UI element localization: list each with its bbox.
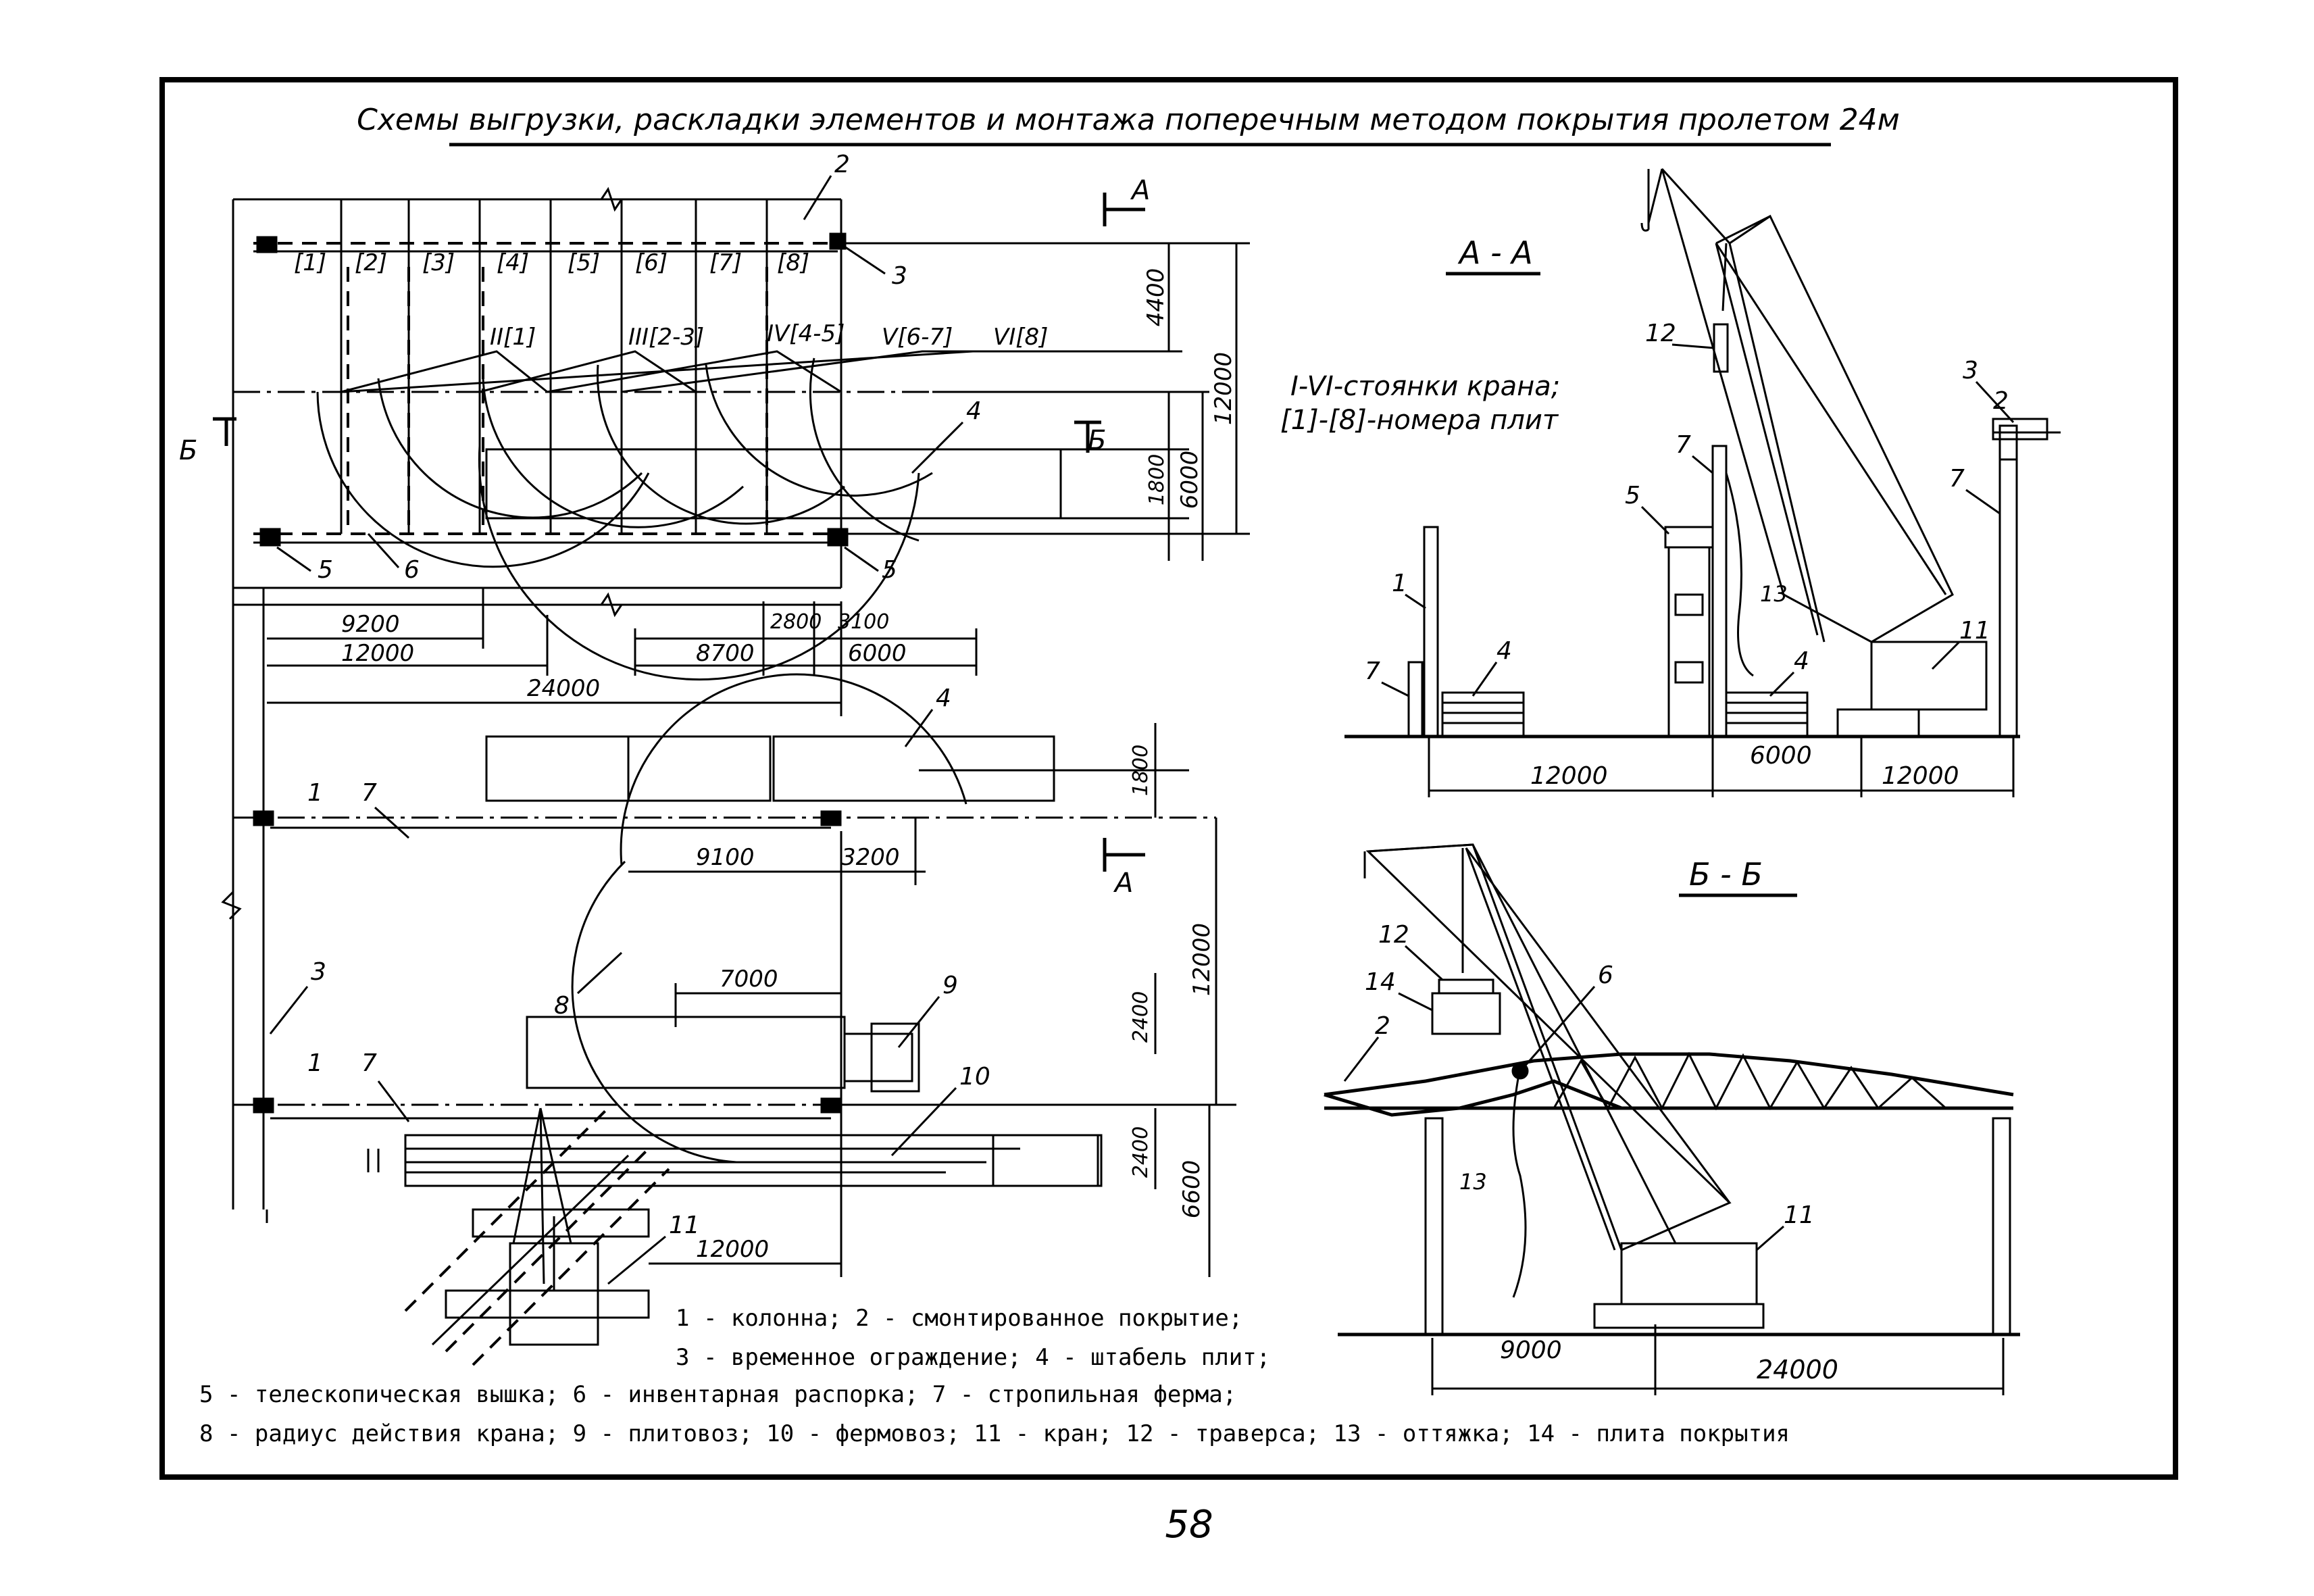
callout: 3 — [311, 958, 326, 986]
dimension-label: 9000 — [1500, 1337, 1562, 1364]
dimension-label: 8700 — [696, 640, 755, 667]
dimension-label: 6000 — [848, 640, 907, 667]
callout: 4 — [936, 684, 951, 712]
dimension-label: 7000 — [720, 966, 778, 993]
callout: 11 — [669, 1212, 700, 1239]
sheet-frame — [159, 77, 2178, 1480]
crane-stand-label: II[1] — [490, 324, 536, 351]
crane-stand-label: VI[8] — [993, 324, 1048, 351]
section-mark: Б — [1088, 425, 1106, 456]
dimension-label: 9100 — [696, 844, 755, 871]
callout: 12 — [1378, 921, 1409, 949]
section-mark: А — [1113, 868, 1133, 899]
dimension-label: 4400 — [1142, 268, 1169, 327]
page-number: 58 — [1165, 1503, 1213, 1547]
callout: 4 — [1496, 637, 1512, 665]
legend: 1 - колонна; 2 - смонтированное покрытие… — [199, 1305, 1790, 1447]
callout: 5 — [882, 556, 897, 584]
callout: 3 — [1963, 357, 1978, 384]
dimension-label: 12000 — [696, 1236, 769, 1263]
dimension-label: 3200 — [841, 844, 900, 871]
dimension-label: 2400 — [1129, 991, 1153, 1043]
section-bb: Б - Б 9000 24000 12 — [1324, 843, 2020, 1395]
legend-line: 8 - радиус действия крана; 9 - плитовоз;… — [199, 1420, 1790, 1447]
page-title: Схемы выгрузки, раскладки элементов и мо… — [357, 103, 1900, 137]
dimension-label: 9200 — [341, 611, 400, 638]
callout: 7 — [361, 1049, 377, 1077]
callout: 1 — [1392, 570, 1407, 597]
callout: 8 — [554, 992, 570, 1020]
lower-plan: 9100 3200 1800 А 12000 7000 2400 2400 — [233, 673, 1236, 1366]
callout: 11 — [1959, 617, 1990, 645]
plate-number: [1] — [294, 249, 326, 276]
callout: 6 — [404, 556, 420, 584]
callout: 13 — [1760, 581, 1788, 607]
plate-number: [5] — [568, 249, 600, 276]
callout: 10 — [959, 1063, 990, 1091]
dimension-label: 12000 — [1882, 762, 1959, 790]
dimension-label: 24000 — [1757, 1355, 1838, 1385]
legend-line: 1 - колонна; 2 - смонтированное покрытие… — [676, 1305, 1242, 1332]
callout: 13 — [1459, 1169, 1487, 1195]
dimension-label: 12000 — [1210, 352, 1237, 425]
callout: 2 — [834, 151, 850, 178]
callout: 12 — [1645, 320, 1676, 347]
section-aa-note: I-VI-стоянки крана; — [1290, 371, 1560, 402]
section-aa: А - А I-VI-стоянки крана; [1]-[8]-номера… — [1280, 168, 2061, 797]
dimension-label: 1800 — [1129, 745, 1153, 796]
crane-stand-label: IV[4-5] — [767, 320, 845, 347]
callout: 14 — [1365, 968, 1396, 996]
callout: 3 — [892, 262, 907, 290]
callout: 1 — [307, 779, 323, 807]
plate-number: [3] — [422, 249, 455, 276]
section-aa-title: А - А — [1457, 234, 1533, 271]
callout: 7 — [1949, 465, 1965, 493]
dimension-label: 1800 — [1145, 454, 1169, 505]
dimension-label: 24000 — [527, 675, 600, 702]
callout: 7 — [361, 779, 377, 807]
plate-number: [4] — [497, 249, 529, 276]
plan-view: II[1] III[2-3] IV[4-5] V[6-7] VI[8] [1] … — [179, 151, 1250, 1223]
dimension-label: 12000 — [1530, 762, 1608, 790]
section-bb-title: Б - Б — [1689, 856, 1763, 893]
legend-line: 5 - телескопическая вышка; 6 - инвентарн… — [199, 1381, 1236, 1408]
callout: 4 — [966, 397, 982, 425]
callout: 4 — [1794, 647, 1809, 675]
callout: 5 — [1625, 482, 1640, 509]
dimension-label: 6000 — [1750, 742, 1812, 770]
dimension-label: 2800 — [770, 610, 822, 634]
dimension-label: 6000 — [1176, 451, 1203, 509]
dimension-label: 3100 — [838, 610, 889, 634]
section-mark: Б — [179, 435, 197, 466]
section-aa-note: [1]-[8]-номера плит — [1280, 405, 1559, 436]
callout: 1 — [307, 1049, 323, 1077]
section-mark: А — [1130, 175, 1150, 206]
dimension-label: 6600 — [1178, 1160, 1205, 1219]
callout: 9 — [942, 972, 958, 999]
dimension-label: 2400 — [1129, 1126, 1153, 1178]
callout: 2 — [1993, 387, 2009, 415]
plate-number: [8] — [777, 249, 809, 276]
callout: 2 — [1375, 1012, 1390, 1040]
dimension-label: 12000 — [1188, 923, 1215, 996]
callout: 7 — [1676, 431, 1691, 459]
crane-stand-label: III[2-3] — [628, 324, 704, 351]
plate-number: [6] — [635, 249, 668, 276]
plate-number: [2] — [355, 249, 387, 276]
callout: 6 — [1598, 962, 1613, 989]
plate-number: [7] — [709, 249, 742, 276]
crane-stand-label: V[6-7] — [882, 324, 953, 351]
dimension-label: 12000 — [341, 640, 414, 667]
callout: 11 — [1784, 1201, 1815, 1229]
callout: 7 — [1365, 657, 1380, 685]
callout: 5 — [318, 556, 333, 584]
legend-line: 3 - временное ограждение; 4 - штабель пл… — [676, 1344, 1270, 1371]
